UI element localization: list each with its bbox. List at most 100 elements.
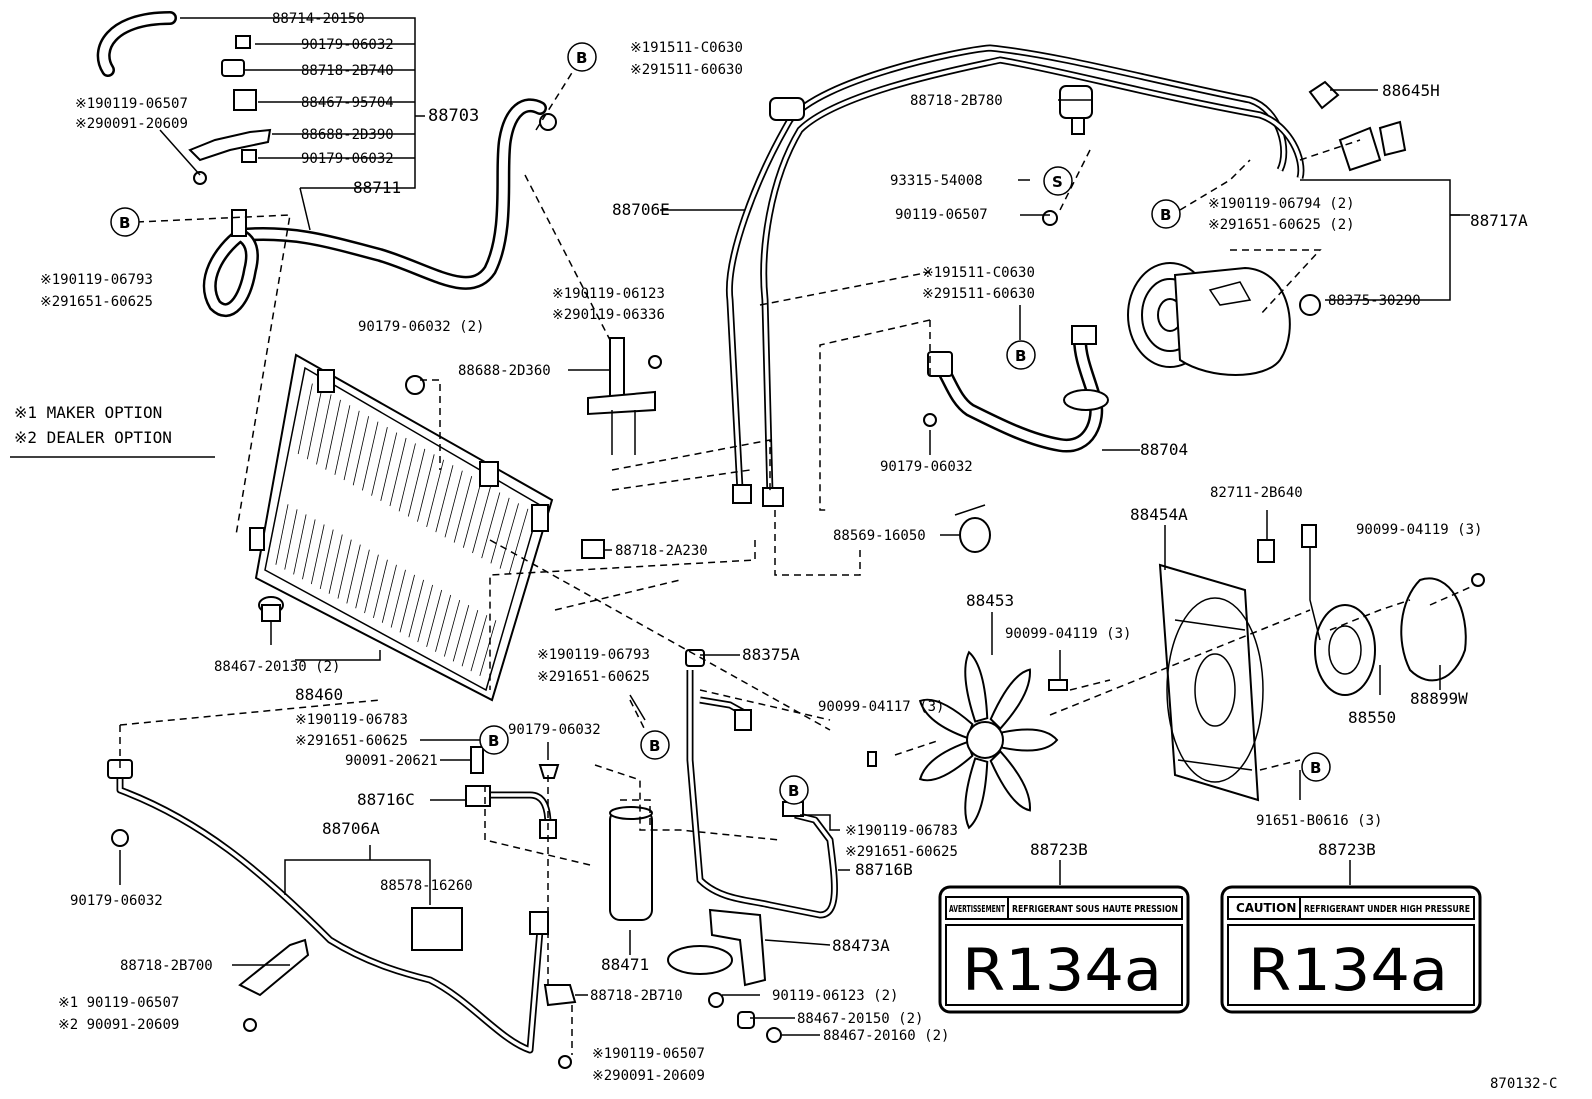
fan-blade: [918, 740, 974, 782]
fan-hub: [966, 721, 1004, 759]
condenser-fin: [328, 534, 343, 594]
label-91651-B0616: 91651-B0616 (3): [1256, 813, 1382, 829]
condenser-fin: [435, 594, 452, 652]
label-88703: 88703: [428, 106, 479, 126]
receiver-88471: [609, 806, 653, 921]
label-90099-04119-3a: 90099-04119 (3): [1356, 522, 1482, 538]
nut-90179-06032-2: [405, 375, 425, 395]
condenser-fin: [352, 416, 369, 486]
label-88716C: 88716C: [357, 790, 415, 809]
label-90091-20609-c: ※2 90091-20609: [58, 1017, 179, 1033]
condenser-fin: [334, 405, 351, 475]
condenser-fin: [380, 432, 398, 501]
label-88718-2B780: 88718-2B780: [910, 93, 1003, 109]
label-88714-20150: 88714-20150: [272, 11, 365, 27]
label-88453: 88453: [966, 591, 1014, 610]
svg-text:B: B: [788, 782, 799, 800]
ref-marker-b-8: B: [779, 775, 809, 805]
condenser-fin: [293, 514, 307, 575]
motor-88550: [1301, 524, 1376, 696]
label-88704: 88704: [1140, 440, 1188, 459]
condenser-fin: [355, 549, 370, 609]
label-91651-60625-b: ※291651-60625: [537, 669, 650, 685]
dashed-connectors: [119, 59, 1476, 1055]
condenser-fin: [362, 421, 379, 491]
small-parts-88703: [188, 35, 272, 185]
condenser-fin: [435, 465, 454, 533]
compressor-88717A: [1127, 262, 1321, 376]
label-diagram-code: 870132-C: [1490, 1076, 1557, 1092]
ref-marker-s: S: [1043, 166, 1073, 196]
condenser-fin: [472, 486, 491, 554]
fan-blade: [989, 750, 1031, 812]
condenser-fin: [302, 519, 316, 580]
condenser-fin: [390, 569, 406, 628]
label-88718-2A230: 88718-2A230: [615, 543, 708, 559]
fitting-end: [1378, 120, 1407, 157]
condenser-fin: [325, 399, 341, 470]
label-90179-06032-b: 90179-06032: [301, 151, 394, 167]
condenser-fin: [373, 559, 388, 619]
decal-left: AVERTISSEMENT REFRIGERANT SOUS HAUTE PRE…: [938, 885, 1190, 1014]
label-88467-20130: 88467-20130 (2): [214, 659, 340, 675]
label-88711: 88711: [353, 178, 401, 197]
ref-marker-b-2: B: [110, 207, 140, 237]
svg-text:B: B: [488, 732, 499, 750]
condenser-fin: [284, 509, 298, 570]
condenser-88460: [249, 353, 554, 702]
label-90091-20609-a: ※290091-20609: [75, 116, 188, 132]
label-90099-04119-3b: 90099-04119 (3): [1005, 626, 1131, 642]
label-91651-60625-2: ※291651-60625 (2): [1208, 217, 1355, 233]
condenser-fin: [310, 524, 325, 585]
label-93315-54008: 93315-54008: [890, 173, 983, 189]
label-88467-20150: 88467-20150 (2): [797, 1011, 923, 1027]
part-labels: 88714-20150 90179-06032 88718-2B740 8846…: [40, 11, 1557, 1092]
fan-blade: [964, 650, 989, 723]
note-maker-option: ※1 MAKER OPTION: [14, 403, 162, 422]
hose-88711: [202, 98, 557, 317]
label-90119-06123-a: ※190119-06123: [552, 286, 665, 302]
decal-left-header-a: AVERTISSEMENT: [949, 904, 1005, 915]
label-88706E: 88706E: [612, 200, 670, 219]
decal-right-header-b: REFRIGERANT UNDER HIGH PRESSURE: [1304, 904, 1470, 915]
condenser-fin: [490, 497, 510, 564]
label-88716B: 88716B: [855, 860, 913, 879]
condenser-fin: [343, 410, 360, 481]
label-90119-06507-c: ※1 90119-06507: [58, 995, 179, 1011]
condenser-fin: [452, 604, 470, 662]
condenser-fin: [453, 476, 473, 543]
label-90119-06793-b: ※190119-06793: [537, 647, 650, 663]
label-90179-06032-e: 90179-06032: [70, 893, 163, 909]
label-88473A: 88473A: [832, 936, 890, 955]
label-88467-95704: 88467-95704: [301, 95, 394, 111]
label-90091-20609-d: ※290091-20609: [592, 1068, 705, 1084]
label-90179-06032-a: 90179-06032: [301, 37, 394, 53]
label-90179-06032-c: 90179-06032: [880, 459, 973, 475]
label-88375-30290: 88375-30290: [1328, 293, 1421, 309]
svg-text:B: B: [576, 49, 587, 67]
label-91511-C0630-b: ※191511-C0630: [922, 265, 1035, 281]
decal-right-code: R134a: [1248, 936, 1448, 1004]
label-88688-2D360: 88688-2D360: [458, 363, 551, 379]
label-90119-06793-a: ※190119-06793: [40, 272, 153, 288]
label-90119-06336: ※290119-06336: [552, 307, 665, 323]
label-88471: 88471: [601, 955, 649, 974]
svg-text:B: B: [119, 214, 130, 232]
decal-right-header-a: CAUTION: [1236, 901, 1296, 915]
condenser-fin: [389, 437, 407, 507]
bracket-88473A: [667, 908, 782, 1043]
label-90179-06032-2: 90179-06032 (2): [358, 319, 484, 335]
condenser-fin: [461, 610, 479, 667]
label-88645H: 88645H: [1382, 81, 1440, 100]
label-88723B-b: 88723B: [1318, 840, 1376, 859]
ref-marker-b-4: B: [1006, 340, 1036, 370]
label-88899W: 88899W: [1410, 689, 1468, 708]
condenser-fin: [381, 564, 397, 623]
label-90119-06123-2: 90119-06123 (2): [772, 988, 898, 1004]
ref-marker-b-5: B: [479, 725, 509, 755]
bolt-90119-06507-c: [243, 1018, 257, 1032]
ref-marker-b-7: B: [1301, 752, 1331, 782]
decal-left-header-b: REFRIGERANT SOUS HAUTE PRESSION: [1012, 904, 1178, 915]
